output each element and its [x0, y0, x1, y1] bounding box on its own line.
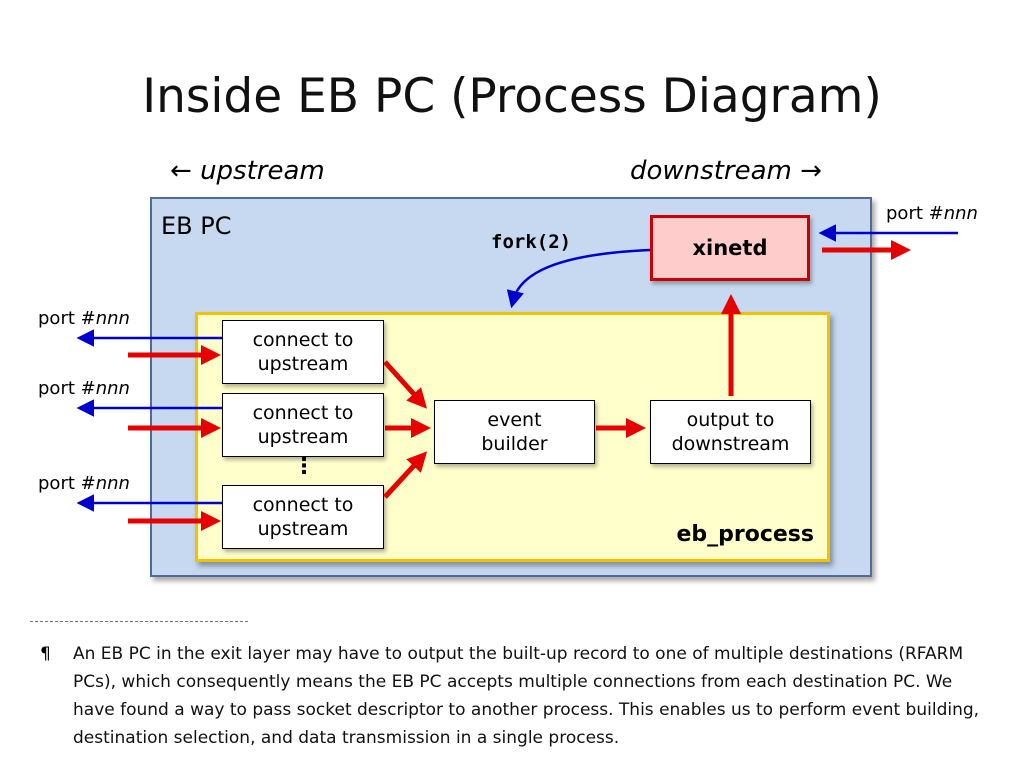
port-label-2-num: nnn	[95, 378, 130, 399]
upstream-direction-label: ← upstream	[170, 151, 325, 191]
connect-box-2-line1: connect to	[252, 402, 354, 424]
connect-box-2-line2: upstream	[257, 426, 349, 448]
event-builder-line1: event	[487, 409, 542, 431]
eb-process-label: eb_process	[676, 522, 814, 547]
port-label-xinetd: port #nnn	[886, 202, 978, 226]
downstream-text: downstream	[630, 156, 792, 186]
more-connections-ellipsis: ⋮	[293, 454, 315, 479]
left-arrow-icon: ←	[170, 156, 192, 186]
footnote-mark: ¶	[40, 644, 51, 664]
port-label-3: port #nnn	[38, 472, 130, 496]
connect-box-1-line1: connect to	[252, 329, 354, 351]
output-box-line1: output to	[686, 409, 775, 431]
footnote-text: An EB PC in the exit layer may have to o…	[73, 644, 980, 748]
slide-title: Inside EB PC (Process Diagram)	[142, 69, 882, 124]
right-arrow-icon: →	[800, 156, 822, 186]
red-arrow-connect1-to-builder	[383, 360, 428, 409]
fork-label: fork(2)	[491, 231, 572, 253]
port-label-xinetd-prefix: port #	[886, 203, 944, 224]
downstream-direction-label: downstream →	[630, 151, 822, 191]
port-label-3-num: nnn	[95, 473, 130, 494]
footnote-separator	[30, 621, 248, 622]
event-builder-line2: builder	[481, 433, 548, 455]
port-label-2-prefix: port #	[38, 378, 96, 399]
xinetd-box: xinetd	[650, 215, 810, 281]
connect-box-1-line2: upstream	[257, 353, 349, 375]
connect-box-3-line1: connect to	[252, 494, 354, 516]
port-label-3-prefix: port #	[38, 473, 96, 494]
connect-box-3-line2: upstream	[257, 518, 349, 540]
port-label-1-prefix: port #	[38, 308, 96, 329]
port-label-1-num: nnn	[95, 308, 130, 329]
upstream-text: upstream	[200, 156, 325, 186]
port-label-xinetd-num: nnn	[943, 203, 978, 224]
eb-pc-label: EB PC	[161, 212, 232, 240]
red-arrow-connect3-to-builder	[383, 451, 428, 499]
port-label-2: port #nnn	[38, 377, 130, 401]
output-box-line2: downstream	[671, 433, 790, 455]
port-label-1: port #nnn	[38, 307, 130, 331]
blue-fork-curve-arrow	[506, 248, 651, 309]
